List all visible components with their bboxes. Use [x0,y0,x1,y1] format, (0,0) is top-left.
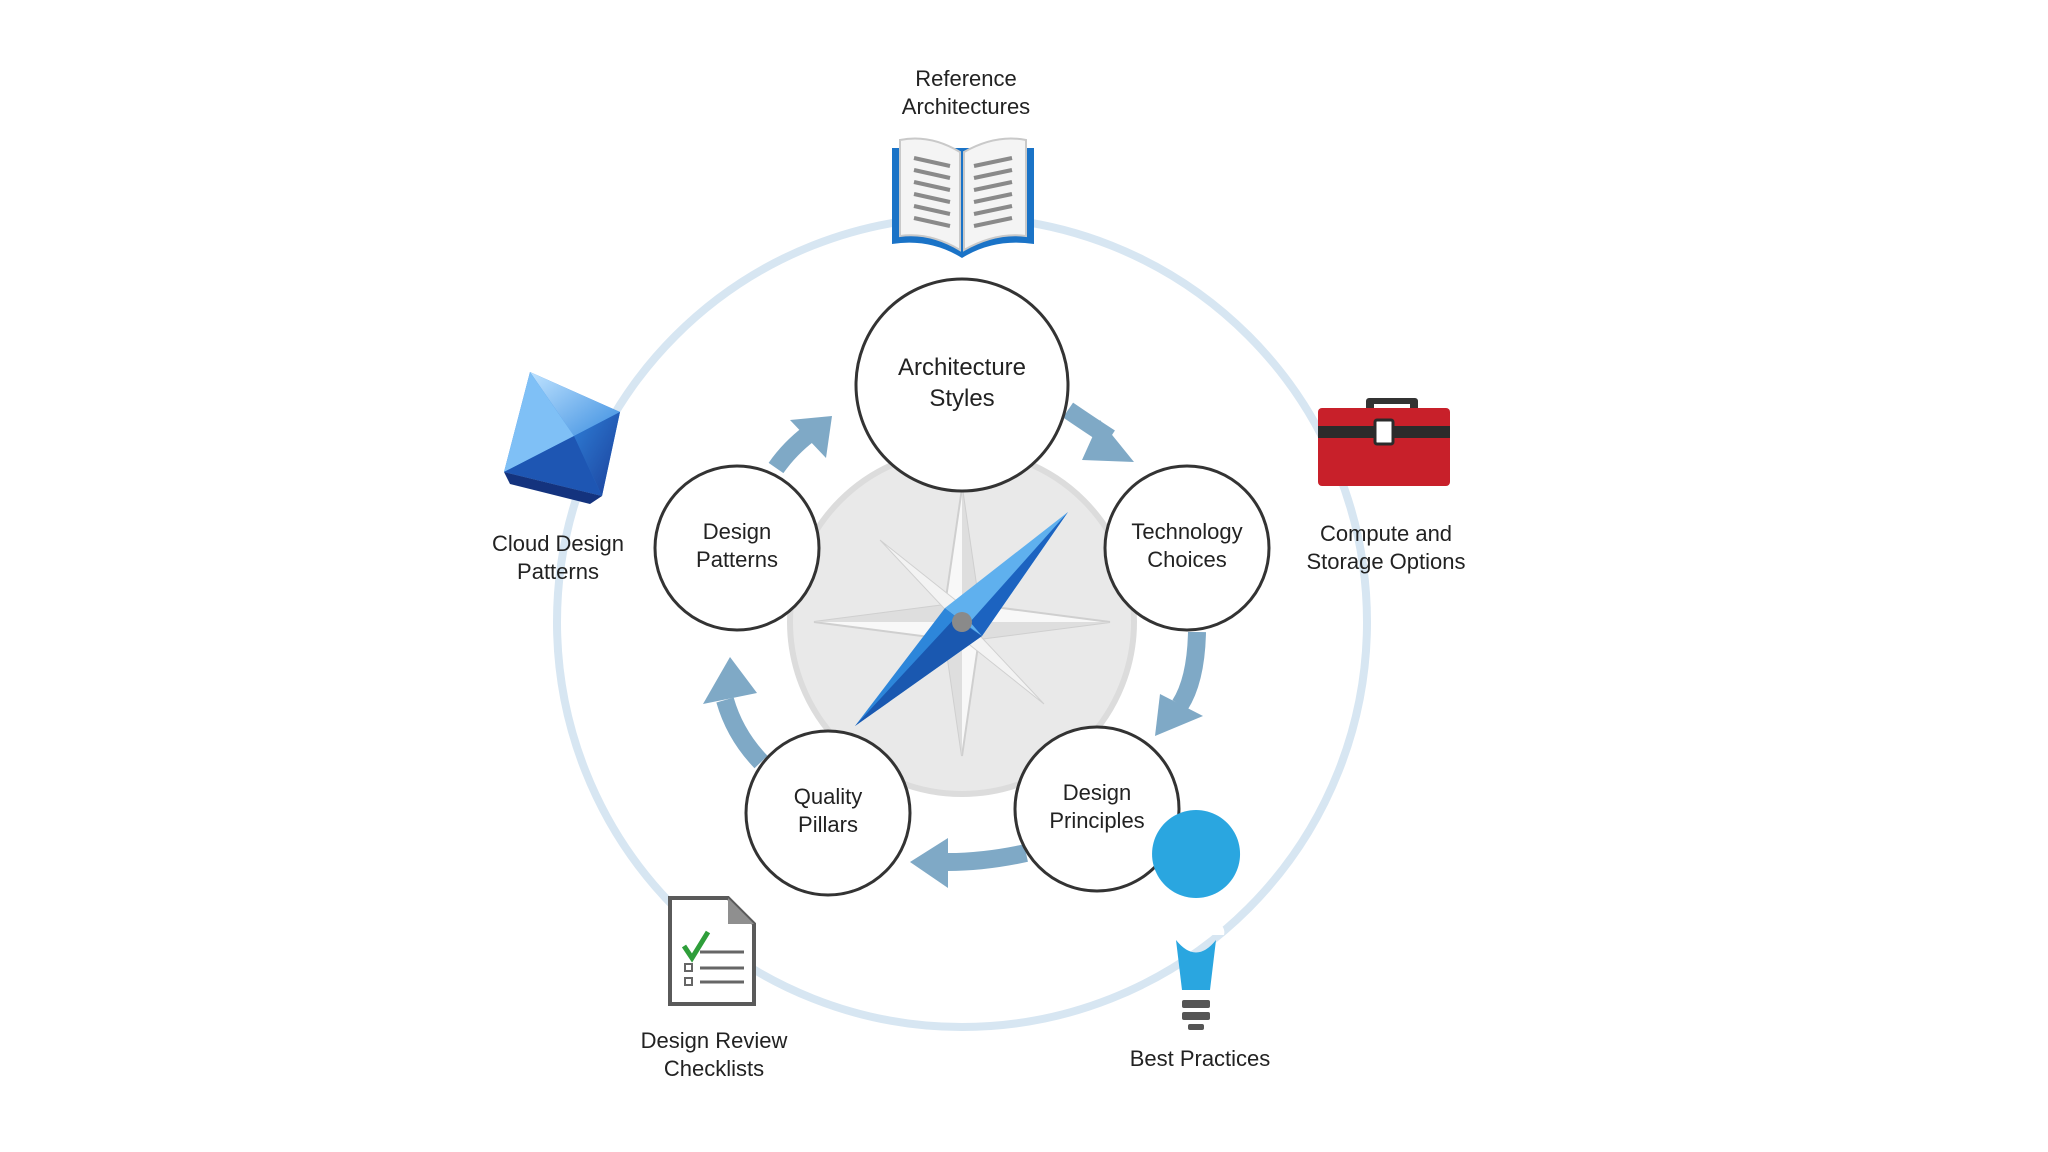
resource-reference-architectures: Reference Architectures [892,66,1034,258]
node-label-line: Technology [1131,519,1242,544]
compass-icon [787,447,1137,797]
arrow-technology-to-principles [1155,631,1206,736]
arrow-patterns-to-styles [768,416,832,474]
resource-label-line: Reference [915,66,1017,91]
node-label-line: Design [703,519,771,544]
toolbox-icon [1318,398,1450,486]
resource-label-line: Patterns [517,559,599,584]
node-label-line: Patterns [696,547,778,572]
resource-compute-storage: Compute and Storage Options [1307,398,1466,574]
resource-label-line: Design Review [641,1028,788,1053]
book-icon [892,137,1034,258]
resource-label-line: Architectures [902,94,1030,119]
cycle-arrows [703,402,1206,888]
node-label-line: Architecture [898,354,1026,381]
node-label-line: Design [1063,780,1131,805]
node-label-line: Quality [794,784,862,809]
lightbulb-cloud-icon [1152,810,1241,1030]
resource-label-line: Cloud Design [492,531,624,556]
node-architecture-styles: Architecture Styles [854,277,1070,493]
resource-design-review-checklists: Design Review Checklists [641,896,788,1081]
arrow-styles-to-technology [1062,402,1134,462]
node-label-line: Principles [1049,808,1144,833]
node-design-principles: Design Principles [1013,725,1181,893]
resource-label-line: Best Practices [1130,1046,1271,1071]
crystal-icon [504,372,620,504]
node-technology-choices: Technology Choices [1103,464,1271,632]
node-label-line: Pillars [798,812,858,837]
resource-label-line: Storage Options [1307,549,1466,574]
node-label-line: Choices [1147,547,1226,572]
resource-best-practices: Best Practices [1130,810,1271,1071]
arrow-principles-to-pillars [910,838,1028,888]
arrow-pillars-to-patterns [703,657,768,769]
node-label-line: Styles [929,385,994,412]
resource-label-line: Checklists [664,1056,764,1081]
resource-label-line: Compute and [1320,521,1452,546]
resource-cloud-design-patterns: Cloud Design Patterns [492,372,624,584]
checklist-icon [668,896,756,1006]
node-quality-pillars: Quality Pillars [744,729,912,897]
node-design-patterns: Design Patterns [653,464,821,632]
